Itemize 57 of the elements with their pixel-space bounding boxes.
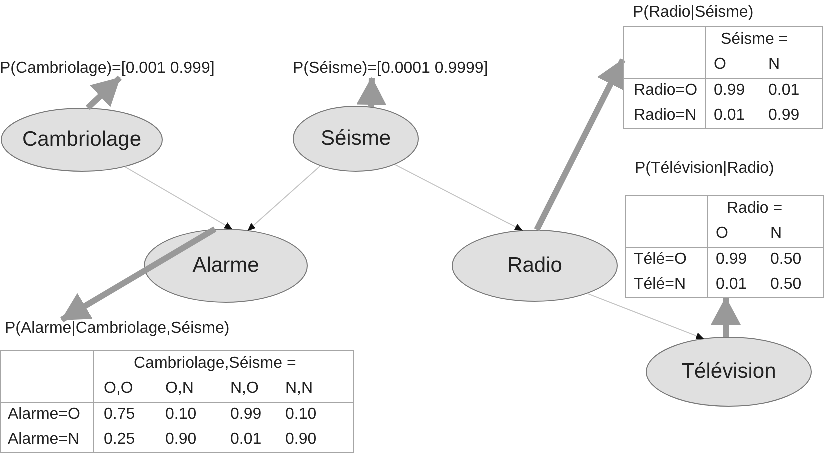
variable-name: Radio: [508, 254, 562, 278]
arrow: [711, 297, 741, 338]
probability-value: 0.10: [286, 406, 317, 424]
arrow: [248, 166, 321, 232]
probability-value: 0.01: [230, 430, 262, 449]
row-label: Radio=O: [634, 82, 698, 100]
probability-value: 0.90: [166, 430, 197, 449]
column-label: N: [770, 225, 782, 244]
column-label: O,O: [104, 380, 134, 398]
arrow: [60, 226, 217, 323]
column-label: O,N: [166, 380, 194, 398]
table-title: P(Radio|Séisme): [633, 4, 754, 22]
probability-value: 0.25: [104, 430, 136, 449]
probability-value: 0.75: [104, 406, 136, 424]
column-label: O: [714, 56, 726, 74]
arrow: [124, 166, 233, 230]
row-label: Télé=O: [634, 251, 687, 270]
variable-node: [1, 108, 163, 172]
variable-node: [144, 229, 308, 303]
row-label: Télé=N: [634, 276, 686, 294]
probability-value: 0.10: [166, 406, 197, 424]
arrow: [86, 76, 122, 110]
variable-node: [452, 230, 618, 302]
probability-value: 0.99: [716, 251, 748, 270]
probability-value: 0.50: [770, 276, 802, 294]
probability-value: 0.01: [768, 82, 800, 100]
probability-label: P(Séisme)=[0.0001 0.9999]: [293, 60, 488, 78]
variable-name: Télévision: [682, 360, 776, 384]
column-label: N: [768, 56, 780, 74]
arrow: [534, 58, 626, 232]
variable-name: Alarme: [192, 254, 260, 278]
row-label: Alarme=N: [8, 430, 80, 449]
arrow: [356, 77, 387, 108]
variable-node: [293, 106, 419, 172]
probability-value: 0.01: [714, 106, 746, 125]
probability-value: 0.99: [714, 82, 746, 100]
variable-node: [646, 337, 812, 407]
table-title: P(Alarme|Cambriolage,Séisme): [5, 320, 230, 338]
variable-name: Cambriolage: [22, 128, 142, 152]
probability-value: 0.50: [770, 251, 802, 270]
column-label: N,N: [286, 380, 314, 398]
column-group-label: Cambriolage,Séisme =: [134, 354, 296, 373]
probability-value: 0.90: [286, 430, 317, 449]
probability-value: 0.99: [230, 406, 262, 424]
column-group-label: Radio =: [727, 200, 783, 218]
column-label: N,O: [230, 380, 259, 398]
probability-label: P(Cambriolage)=[0.001 0.999]: [0, 60, 215, 78]
variable-name: Séisme: [320, 127, 392, 151]
probability-value: 0.99: [768, 106, 800, 125]
row-label: Radio=N: [634, 106, 697, 125]
arrow: [587, 293, 704, 340]
arrow: [394, 164, 524, 231]
probability-value: 0.01: [716, 276, 748, 294]
column-group-label: Séisme =: [721, 30, 788, 49]
column-label: O: [716, 225, 728, 244]
table-title: P(Télévision|Radio): [635, 160, 774, 178]
row-label: Alarme=O: [8, 406, 80, 424]
